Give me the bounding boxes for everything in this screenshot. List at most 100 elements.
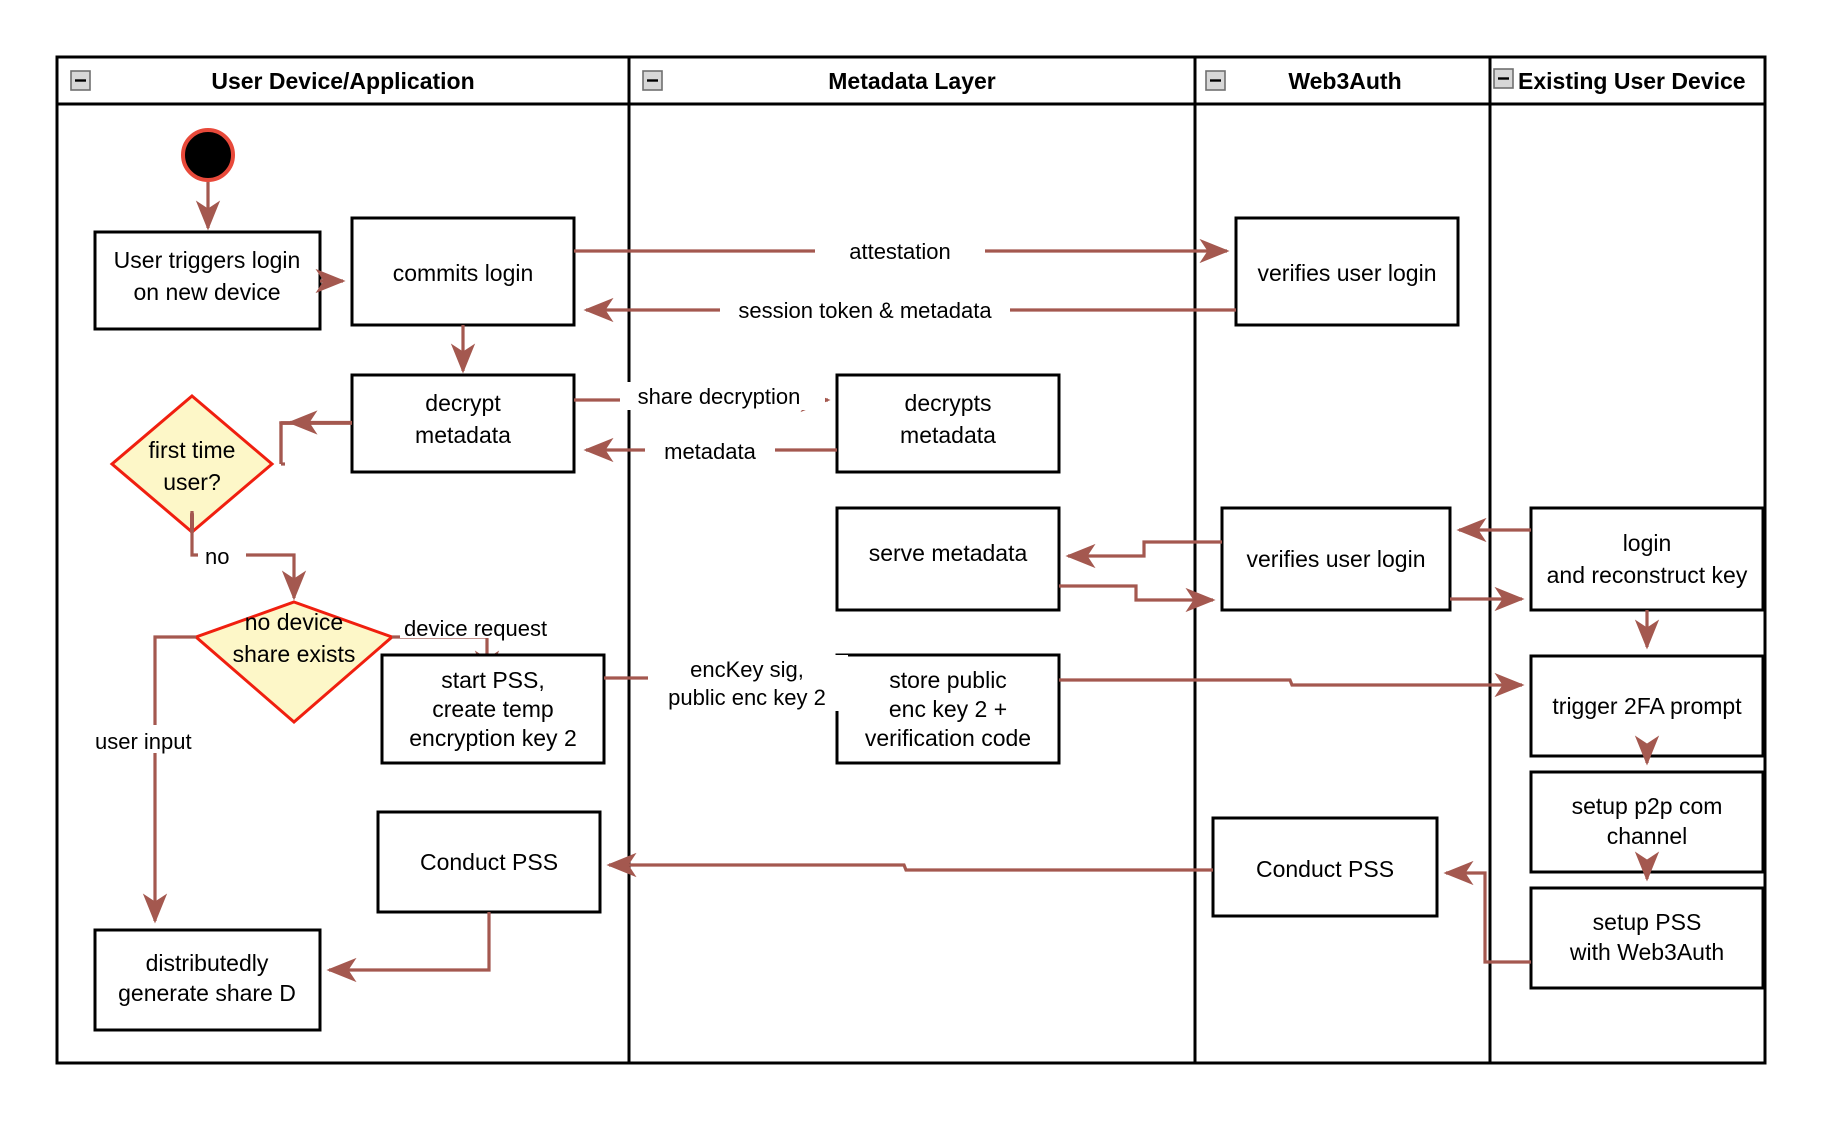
activity-label-line-2: enc key 2 + [889, 696, 1007, 722]
activity-label-line-2: metadata [900, 422, 996, 448]
activity-box [93, 928, 322, 1032]
activity-label-line-1: start PSS, [441, 667, 545, 693]
activity-label-line-2: create temp [432, 696, 553, 722]
flow-user-input [142, 635, 196, 924]
activity-setup-p2p-com-channel[interactable]: setup p2p com channel [1529, 770, 1765, 874]
edge-label-bg [198, 540, 246, 568]
activity-label-line-1: Conduct PSS [1256, 856, 1394, 882]
activity-label-line-2: and reconstruct key [1547, 562, 1748, 588]
activity-box [380, 653, 606, 765]
edge-label-metadata: metadata [664, 439, 756, 464]
activity-setup-pss-with-web3auth[interactable]: setup PSS with Web3Auth [1529, 886, 1765, 990]
activity-label-line-1: decrypts [905, 390, 992, 416]
activity-login-and-reconstruct-key[interactable]: login and reconstruct key [1529, 506, 1765, 612]
lane-title-existing-user-device: Existing User Device [1518, 68, 1746, 94]
activity-label-line-2: metadata [415, 422, 511, 448]
activity-box [1529, 886, 1765, 990]
activity-distributedly-generate-share-d[interactable]: distributedly generate share D [93, 928, 322, 1032]
activity-box [93, 230, 322, 331]
activity-label-line-1: commits login [393, 260, 534, 286]
decision-shape [193, 600, 395, 724]
activity-label-line-1: verifies user login [1247, 546, 1426, 572]
decision-first-time-user[interactable]: first time user? [109, 394, 275, 534]
edge-label-device-request: device request [404, 616, 547, 641]
activity-label-line-1: verifies user login [1258, 260, 1437, 286]
edge-label-no: no [205, 544, 229, 569]
activity-box [1220, 506, 1452, 612]
decision-label-line-1: no device [245, 609, 343, 635]
edge-label-user-input: user input [95, 729, 192, 754]
edge-label-bg [645, 438, 775, 464]
edge-label-bg [720, 297, 1010, 323]
activity-box [835, 653, 1061, 765]
activity-box [1529, 506, 1765, 612]
activity-box [350, 373, 576, 474]
edge-label-bg [815, 238, 985, 264]
activity-commits-login[interactable]: commits login [350, 216, 576, 327]
flow-serve-metadata-to-verifies [1059, 584, 1216, 613]
activity-label-line-2: generate share D [118, 980, 296, 1006]
activity-box [1211, 816, 1439, 918]
edge-label-bg [648, 655, 848, 711]
activity-box [835, 506, 1061, 612]
decision-label-line-1: first time [149, 437, 236, 463]
activity-decrypts-metadata[interactable]: decrypts metadata [835, 373, 1061, 474]
decision-no-device-share-exists[interactable]: no device share exists [193, 600, 395, 724]
activity-label-line-1: decrypt [425, 390, 501, 416]
lane-title-user-device: User Device/Application [211, 68, 474, 94]
edge-label-attestation: attestation [849, 239, 951, 264]
activity-label-line-1: serve metadata [869, 540, 1028, 566]
activity-label-line-3: encryption key 2 [409, 725, 576, 751]
activity-label-line-3: verification code [865, 725, 1031, 751]
flow-decrypt-to-firsttime-seg [279, 421, 352, 464]
flow-store-to-trigger-2fa [1059, 672, 1525, 698]
activity-label-line-2: on new device [133, 279, 280, 305]
activity-serve-metadata[interactable]: serve metadata [835, 506, 1061, 612]
flow-conduct-pss-web3auth-to-user [606, 852, 1213, 878]
flow-setup-pss-to-conduct-pss [1443, 860, 1531, 964]
activity-decrypt-metadata[interactable]: decrypt metadata [350, 373, 576, 474]
edge-label-bg [620, 382, 825, 410]
activity-label-line-1: login [1623, 530, 1672, 556]
edge-label-session-token: session token & metadata [738, 298, 992, 323]
edge-label-bg [88, 725, 218, 753]
activity-verifies-user-login-1[interactable]: verifies user login [1234, 216, 1460, 327]
activity-box [1234, 216, 1460, 327]
activity-label-line-1: distributedly [146, 950, 269, 976]
activity-label-line-2: with Web3Auth [1569, 939, 1724, 965]
lane-title-metadata-layer: Metadata Layer [828, 68, 996, 94]
activity-box [350, 216, 576, 327]
activity-label-line-1: setup p2p com [1572, 793, 1723, 819]
flow-verifies-to-serve-metadata [1065, 540, 1222, 569]
flow-conduct-pss-to-share-d [326, 912, 491, 983]
activity-label-line-1: Conduct PSS [420, 849, 558, 875]
lane-header-user-device: User Device/Application [70, 68, 475, 94]
activity-user-triggers-login[interactable]: User triggers login on new device [93, 230, 322, 331]
activity-label-line-1: User triggers login [114, 247, 301, 273]
activity-label-line-2: channel [1607, 823, 1688, 849]
activity-label-line-1: setup PSS [1593, 909, 1702, 935]
flow-decision-inlet [279, 421, 296, 464]
activity-conduct-pss-user-device[interactable]: Conduct PSS [376, 810, 602, 914]
initial-node [181, 128, 235, 182]
lane-header-web3auth: Web3Auth [1205, 68, 1402, 94]
activity-start-pss-create-temp-key[interactable]: start PSS, create temp encryption key 2 [380, 653, 606, 765]
decision-label-line-2: share exists [233, 641, 356, 667]
lane-header-existing-user-device: Existing User Device [1493, 68, 1746, 94]
activity-label-line-1: trigger 2FA prompt [1552, 693, 1742, 719]
decision-label-line-2: user? [163, 469, 221, 495]
activity-store-public-enc-key[interactable]: store public enc key 2 + verification co… [835, 653, 1061, 765]
activity-label-line-1: store public [889, 667, 1007, 693]
lane-title-web3auth: Web3Auth [1288, 68, 1401, 94]
edge-label-share-decryption: share decryption [638, 384, 801, 409]
swimlane-frame [55, 55, 1767, 1065]
activity-box [835, 373, 1061, 474]
activity-conduct-pss-web3auth[interactable]: Conduct PSS [1211, 816, 1439, 918]
edge-label-bg [400, 610, 620, 638]
activity-box [1529, 770, 1765, 874]
activity-trigger-2fa-prompt[interactable]: trigger 2FA prompt [1529, 654, 1765, 758]
edge-label-enckey-line-2: public enc key 2 [668, 685, 826, 710]
activity-verifies-user-login-2[interactable]: verifies user login [1220, 506, 1452, 612]
